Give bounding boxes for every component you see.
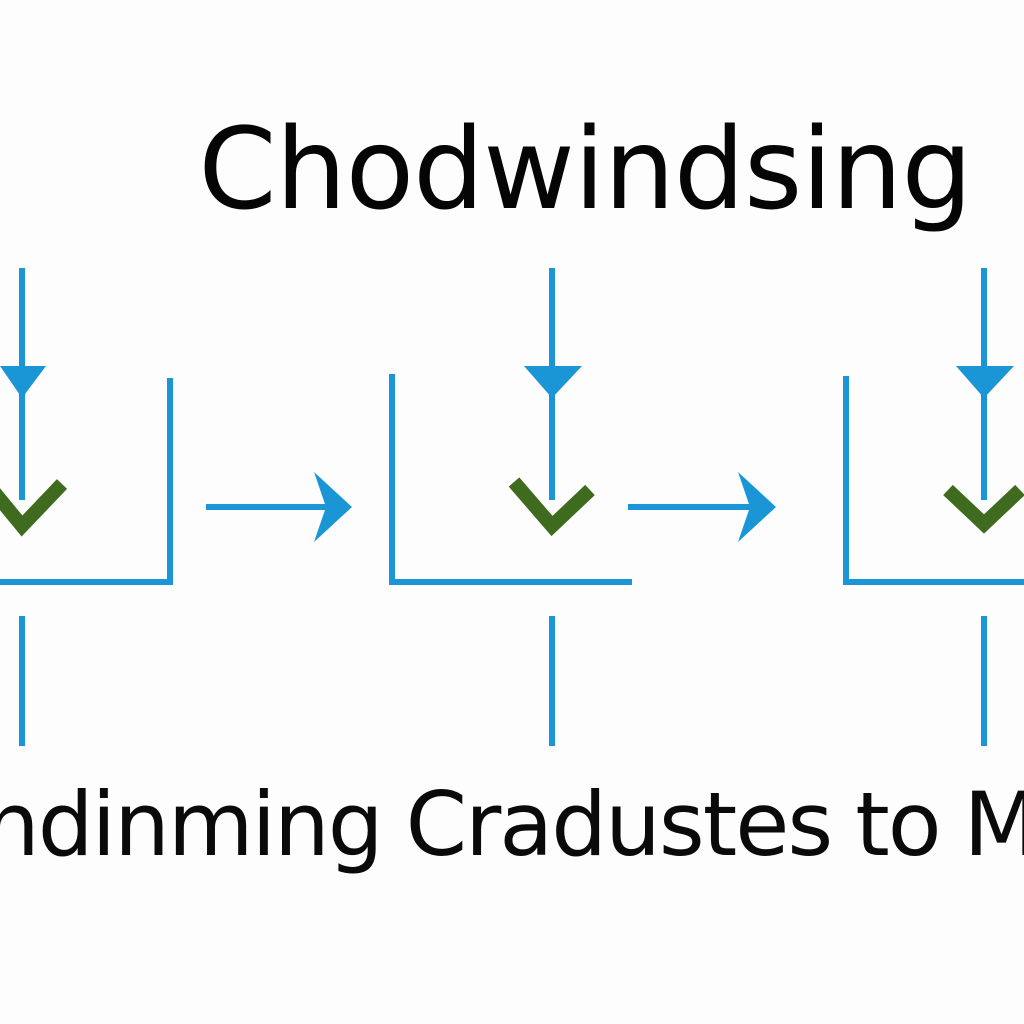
- stage-3-chevron-icon: [943, 484, 1024, 534]
- stage-2-down-arrowhead-icon: [524, 366, 582, 398]
- stage-3-bracket: [843, 376, 1024, 585]
- caption-word-3: to: [855, 773, 941, 876]
- caption-word-2: Cradustes: [405, 773, 834, 876]
- diagram-title: Chodwindsing: [198, 105, 972, 235]
- connector-arrow-1-head-icon: [314, 472, 352, 542]
- stage-1-down-arrowhead-icon: [0, 366, 46, 398]
- stage-3-down-arrowhead-icon: [956, 366, 1014, 398]
- connector-arrow-2-head-icon: [738, 472, 776, 542]
- stage-1-bracket: [0, 378, 173, 585]
- caption-word-4: Moinm: [963, 773, 1024, 876]
- stage-2-chevron-icon: [508, 477, 595, 537]
- caption-word-1: ndinming: [0, 773, 384, 876]
- stage-1-chevron-icon: [0, 479, 68, 537]
- stage-2-bracket: [389, 374, 632, 585]
